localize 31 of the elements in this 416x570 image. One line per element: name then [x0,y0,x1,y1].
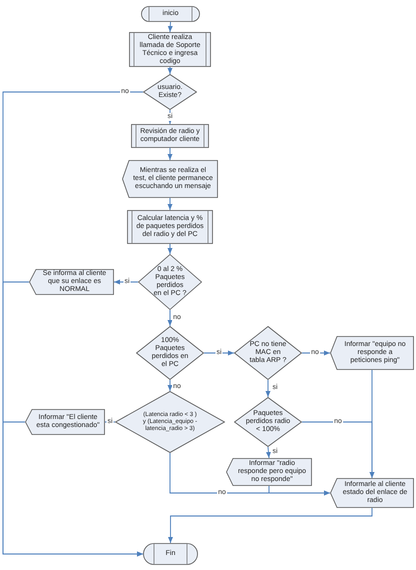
decision-diamond [234,326,302,380]
display-shape [29,269,114,295]
display-shape [226,458,312,486]
arrow [170,452,330,496]
arrow [168,66,172,74]
display-shape [122,160,218,198]
decision-diamond [136,326,204,380]
display-shape [330,478,414,508]
process-box [127,210,213,244]
arrow [168,508,372,544]
arrow [168,198,172,210]
arrow [2,422,144,556]
arrow [168,148,172,160]
decision-diamond [234,397,302,447]
terminal-shape [143,543,198,565]
decision-diamond [143,74,197,110]
arrow [302,422,374,478]
arrow [266,380,270,398]
display-shape [330,336,414,370]
terminal-shape [141,6,200,22]
arrow [168,380,172,392]
process-box [131,124,209,148]
arrow [168,22,173,32]
arrow [168,244,172,254]
decision-diamond [115,391,225,453]
decision-diamond [138,254,202,310]
arrow [168,310,172,326]
display-shape [25,409,105,435]
arrow [266,446,271,458]
arrow [204,350,234,356]
process-box [129,32,211,67]
